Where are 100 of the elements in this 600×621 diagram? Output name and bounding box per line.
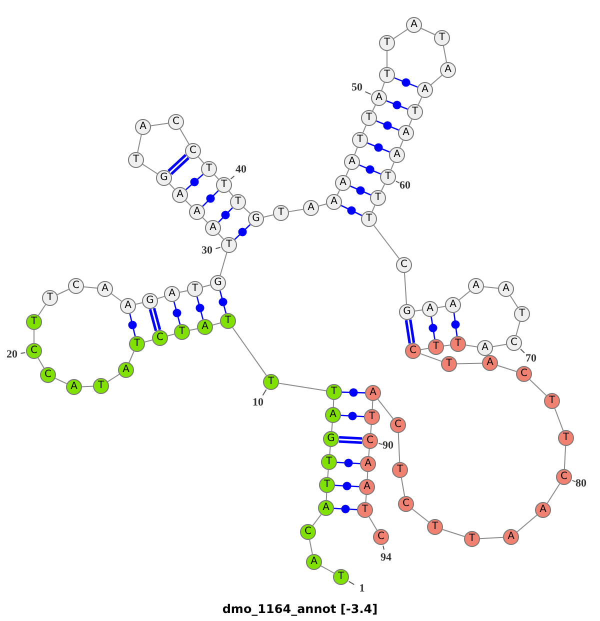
nucleotide-circle: T (428, 339, 444, 355)
base-pair-line (340, 414, 364, 418)
nucleotide-circle: A (197, 319, 213, 335)
backbone-line (150, 122, 169, 126)
backbone-line (412, 508, 430, 523)
position-number: 60 (400, 180, 410, 192)
backbone-line (320, 565, 334, 574)
backbone-line (408, 118, 412, 126)
nucleotide-circle: T (93, 378, 109, 394)
nucleotide-circle: A (189, 204, 205, 220)
backbone-line (372, 204, 376, 212)
position-number: 1 (359, 584, 365, 594)
nucleotide-circle: T (558, 430, 574, 446)
nucleotide-circle: T (441, 356, 457, 372)
nucleotide-circle: T (514, 306, 530, 322)
nucleotide-circle: T (230, 194, 246, 210)
backbone-line (480, 536, 504, 540)
position-number: 20 (6, 350, 18, 360)
nucleotide-circle: C (362, 433, 378, 449)
nucleotide-circle: T (427, 519, 443, 535)
nucleotide-circle: G (399, 304, 415, 320)
backbone-line (107, 374, 120, 382)
backbone-line (128, 350, 134, 364)
backbone-line (510, 295, 518, 308)
backbone-line (420, 28, 436, 36)
nucleotide-circle: T (450, 336, 466, 352)
position-number: 50 (352, 82, 362, 94)
nucleotide-circle: A (303, 200, 319, 216)
base-pair-line (167, 154, 190, 176)
base-pair-line (129, 314, 136, 336)
nucleotide-circle: T (129, 336, 145, 352)
base-pair-line (404, 318, 416, 345)
nucleotide-circle: A (164, 286, 180, 302)
nucleotide-circle: C (398, 496, 414, 512)
nucleotide-circle: T (263, 374, 279, 390)
nucleotide-circle: C (506, 335, 522, 351)
backbone-line (443, 344, 451, 346)
backbone-line (110, 293, 122, 302)
nucleotide-circle: T (464, 531, 480, 547)
nucleotide-circle: T (201, 161, 217, 177)
nucleotide-circle: A (398, 125, 414, 141)
backbone-line (263, 214, 274, 218)
backbone-line (212, 322, 221, 326)
backbone-line (516, 514, 538, 532)
backbone-line (442, 528, 465, 538)
nucleotide-circle: A (172, 187, 188, 203)
nucleotide-circle: C (68, 278, 84, 294)
nucleotide-circle: T (434, 30, 450, 46)
backbone-line (189, 328, 198, 331)
nucleotide-circle: G (323, 431, 339, 447)
base-pair-line (453, 312, 458, 336)
backbone-line (365, 494, 367, 503)
backbone-line (373, 224, 400, 260)
backbone-line (142, 164, 158, 174)
nucleotide-circle: C (373, 529, 389, 545)
backbone-line (54, 378, 68, 384)
nucleotide-circle: T (128, 152, 144, 168)
nucleotide-circle: T (361, 110, 377, 126)
nucleotide-circle: T (361, 211, 377, 227)
nucleotide-circle: T (174, 324, 190, 340)
backbone-line (38, 304, 46, 316)
nucleotide-circle: G (210, 275, 226, 291)
backbone-line (312, 514, 322, 526)
nucleotide-circle: A (120, 298, 136, 314)
backbone-line (202, 217, 208, 223)
base-pair-line (386, 100, 408, 110)
nucleotide-circle: T (544, 393, 560, 409)
backbone-line (465, 344, 478, 348)
position-number: 80 (576, 478, 586, 490)
backbone-line (456, 362, 482, 364)
position-number: 40 (236, 164, 246, 176)
position-number: 90 (382, 440, 394, 452)
nucleotide-circle: T (333, 569, 349, 585)
nucleotide-circle: A (335, 175, 351, 191)
nucleotide-circle: T (407, 104, 423, 120)
nucleotide-circle: C (396, 257, 412, 273)
backbone-line (232, 327, 267, 376)
backbone-line (442, 45, 448, 63)
base-pair-line (376, 120, 399, 131)
nucleotide-circle: C (405, 343, 421, 359)
base-pair-line (350, 186, 371, 196)
base-pair-line (359, 164, 381, 175)
position-number: 30 (202, 246, 212, 256)
nucleotide-circle: A (422, 301, 438, 317)
nucleotide-circle: A (344, 154, 360, 170)
backbone-line (309, 539, 313, 555)
backbone-line (168, 183, 176, 190)
backbone-line (331, 422, 333, 432)
backbone-line (377, 398, 394, 420)
nucleotide-circle: T (216, 177, 232, 193)
nucleotide-circle: C (26, 343, 42, 359)
nucleotide-circle: T (220, 313, 236, 329)
base-pair-line (173, 302, 181, 324)
backbone-line (56, 288, 70, 296)
base-pair-line (148, 306, 162, 332)
backbone-line (372, 400, 374, 410)
nucleotide-circle: A (306, 554, 322, 570)
nucleotide-circle: T (357, 502, 373, 518)
base-pair-line (367, 142, 390, 153)
backbone-line (329, 446, 331, 455)
